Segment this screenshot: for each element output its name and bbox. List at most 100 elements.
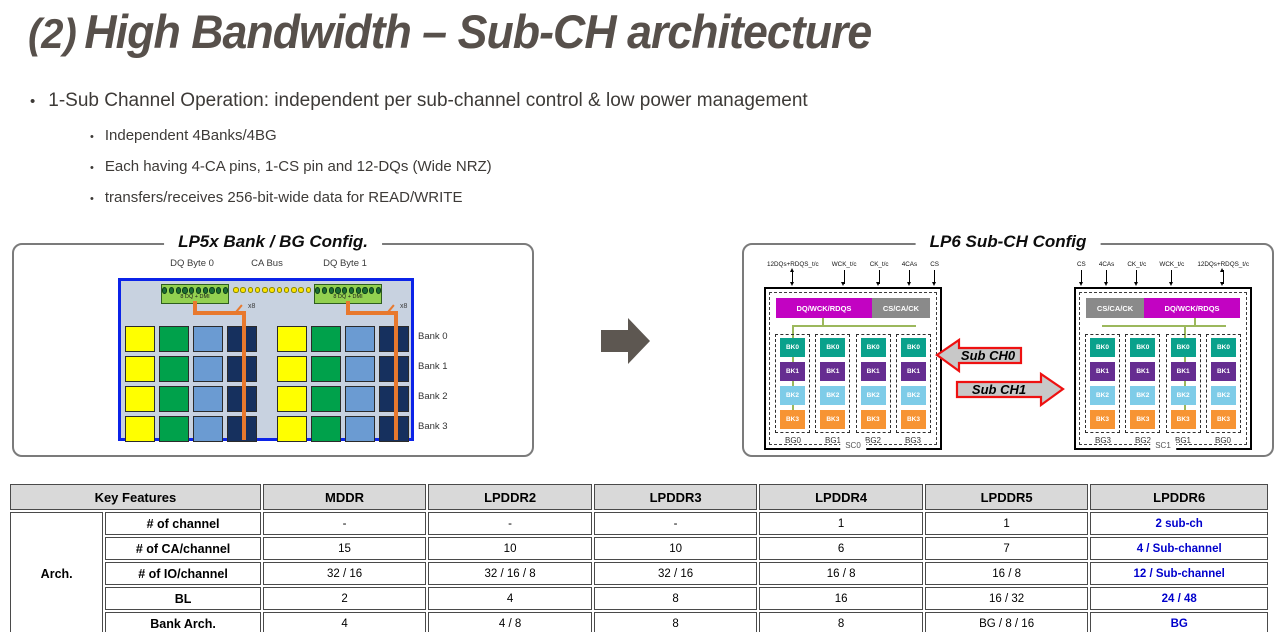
- bank-block: BK2: [860, 386, 886, 405]
- lp5x-die-box: 8 DQ + DMI 8 DQ + DMI x8 x8: [118, 278, 414, 442]
- key-features-table: Key Features MDDR LPDDR2 LPDDR3 LPDDR4 L…: [8, 482, 1270, 632]
- bus-hline: [792, 325, 916, 327]
- bank-cell: [193, 386, 223, 412]
- value-cell: 8: [593, 587, 758, 610]
- dq-wck-rdqs-block: DQ/WCK/RDQS: [1144, 298, 1240, 318]
- bank-grid-right: [277, 326, 409, 442]
- signal-arrow-icon: [1103, 270, 1108, 286]
- bank-label: Bank 3: [418, 420, 448, 432]
- pad-dot: [342, 287, 348, 294]
- signal-label: CK_t/c: [869, 261, 889, 268]
- value-cell: 24 / 48: [1090, 587, 1268, 610]
- bank-cell: [345, 356, 375, 382]
- dq-wck-rdqs-block: DQ/WCK/RDQS: [776, 298, 872, 318]
- value-cell: 10: [428, 537, 592, 560]
- pad-dot: [362, 287, 368, 294]
- bg-label: BG3: [1094, 436, 1111, 445]
- bank-block: BK1: [860, 362, 886, 381]
- ca-pad-dot: [291, 287, 297, 293]
- header-lpddr2: LPDDR2: [428, 484, 592, 510]
- signal: 4CAs: [902, 261, 917, 286]
- value-cell: BG / 8 / 16: [924, 612, 1089, 632]
- bank-block: BK3: [1090, 410, 1115, 429]
- cs-ca-ck-block: CS/CA/CK: [871, 298, 930, 318]
- signal-arrow-icon: [906, 270, 911, 286]
- signal: CK_t/c: [1127, 261, 1146, 286]
- ca-pad-dot: [305, 287, 311, 293]
- ca-pad-dot: [269, 287, 275, 293]
- pad-dot: [355, 287, 361, 294]
- bank-block: BK2: [820, 386, 846, 405]
- bank-block: BK2: [780, 386, 805, 405]
- signal-label: CS: [930, 261, 939, 268]
- bank-cell: [193, 326, 223, 352]
- signal-arrow-icon: [931, 270, 936, 286]
- bank-block: BK3: [1130, 410, 1156, 429]
- value-cell: 4: [428, 587, 592, 610]
- signal-label: 4CAs: [1098, 261, 1115, 268]
- header-lpddr5: LPDDR5: [924, 484, 1089, 510]
- value-cell: 1: [924, 512, 1089, 535]
- bank-cell: [159, 356, 189, 382]
- signal-labels: 12DQs+RDQS_t/c WCK_t/c CK_t/c 4CAs CS: [764, 261, 942, 287]
- value-cell: 2: [262, 587, 427, 610]
- signal: 4CAs: [1098, 261, 1115, 286]
- bank-block: BK0: [820, 338, 846, 357]
- signal: WCK_t/c: [832, 261, 857, 286]
- value-cell: 12 / Sub-channel: [1090, 562, 1268, 585]
- bullet-list: 1-Sub Channel Operation: independent per…: [30, 90, 807, 220]
- bank-block: BK1: [1210, 362, 1236, 381]
- bus-stub: [1194, 318, 1196, 326]
- connector-label: 8 DQ + DMI: [180, 293, 210, 300]
- pad-dot: [348, 287, 354, 294]
- transition-arrow-icon: [601, 316, 651, 371]
- ca-pad-dot: [276, 287, 282, 293]
- bank-cell: [345, 416, 375, 442]
- row-group-label: Arch.: [10, 512, 104, 632]
- bullet-main: 1-Sub Channel Operation: independent per…: [30, 90, 807, 112]
- bank-block: BK2: [1210, 386, 1236, 405]
- signal-arrow-icon: [841, 270, 846, 286]
- signal: WCK_t/c: [1159, 261, 1184, 286]
- value-cell: -: [593, 512, 758, 535]
- signal-label: 12DQs+RDQS_t/c: [767, 261, 819, 268]
- bank-block: BK1: [820, 362, 846, 381]
- ca-pad-dot: [233, 287, 239, 293]
- signal: CS: [1077, 261, 1086, 286]
- dq-pad-dots: [162, 287, 228, 294]
- sc-label: SC1: [1150, 441, 1176, 450]
- bank-cell: [311, 356, 341, 382]
- value-cell: 32 / 16: [262, 562, 427, 585]
- bank-cell: [125, 356, 155, 382]
- cs-ca-ck-block: CS/CA/CK: [1086, 298, 1145, 318]
- value-cell: 16 / 8: [759, 562, 923, 585]
- dq-route-line: [193, 311, 246, 315]
- bank-block: BK1: [780, 362, 805, 381]
- value-cell: 16 / 32: [924, 587, 1089, 610]
- connector-label: 8 DQ + DMI: [333, 293, 363, 300]
- dq-route-line: [346, 311, 398, 315]
- bank-cell: [311, 416, 341, 442]
- sc-label: SC0: [840, 441, 866, 450]
- bank-cell: [345, 386, 375, 412]
- ca-pad-dot: [254, 287, 261, 293]
- pad-dot: [315, 287, 321, 294]
- dq-route-line: [394, 311, 398, 440]
- lp5x-panel-title: LP5x Bank / BG Config.: [164, 232, 382, 252]
- pad-dot: [162, 287, 168, 294]
- bank-block: BK3: [1210, 410, 1236, 429]
- value-cell: 10: [593, 537, 758, 560]
